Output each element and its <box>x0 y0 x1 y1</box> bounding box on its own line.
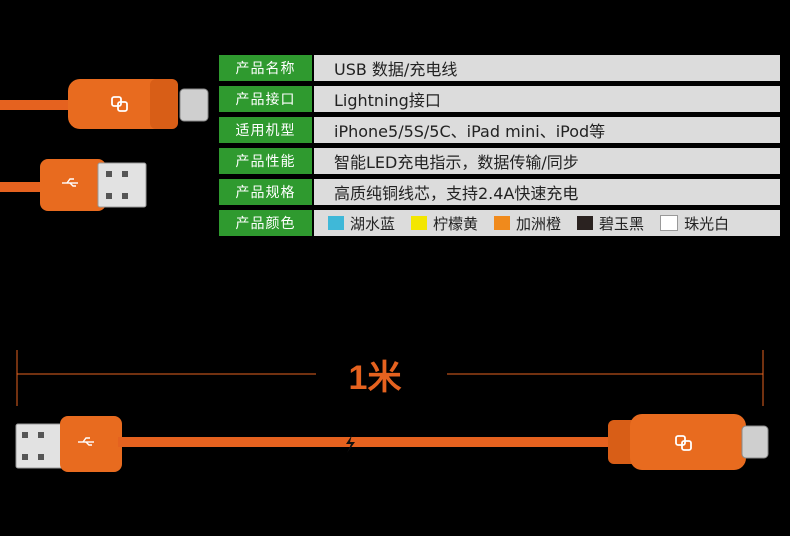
spec-label: 适用机型 <box>219 117 312 143</box>
spec-value: 高质纯铜线芯，支持2.4A快速充电 <box>314 179 780 205</box>
spec-label: 产品名称 <box>219 55 312 81</box>
color-swatch <box>577 216 594 230</box>
usb-symbol-icon <box>62 178 78 187</box>
cable-illustration-bottom <box>15 414 769 472</box>
usb-connector-icon <box>40 159 106 211</box>
cable-wire-bottom <box>118 437 634 447</box>
color-name: 碧玉黑 <box>599 214 645 233</box>
color-name: 湖水蓝 <box>350 214 396 233</box>
logo-icon <box>675 435 692 451</box>
lightning-bolt-icon <box>346 435 355 453</box>
spec-row-colors: 产品颜色 湖水蓝 柠檬黄 加洲橙 碧玉黑 <box>219 210 780 236</box>
spec-value: iPhone5/5S/5C、iPad mini、iPod等 <box>314 117 780 143</box>
spec-label: 产品性能 <box>219 148 312 174</box>
length-label: 1米 <box>348 359 402 397</box>
color-name: 柠檬黄 <box>433 214 479 233</box>
spec-row-specs: 产品规格 高质纯铜线芯，支持2.4A快速充电 <box>219 179 780 205</box>
color-name: 珠光白 <box>684 214 730 233</box>
usb-connector-icon <box>60 416 122 472</box>
cable-wire-top <box>0 100 72 110</box>
length-dimension <box>16 350 764 406</box>
lightning-connector-icon <box>68 79 176 129</box>
color-option: 碧玉黑 <box>577 213 644 234</box>
color-name: 加洲橙 <box>516 214 562 233</box>
color-option: 珠光白 <box>660 213 729 234</box>
color-swatch <box>660 215 679 231</box>
spec-value: USB 数据/充电线 <box>314 55 780 81</box>
color-option: 加洲橙 <box>494 213 561 234</box>
color-option: 柠檬黄 <box>411 213 478 234</box>
color-swatch <box>494 216 511 230</box>
usb-symbol-icon <box>78 437 94 446</box>
color-swatch-list: 湖水蓝 柠檬黄 加洲橙 碧玉黑 珠光白 <box>314 210 780 236</box>
cable-wire-middle <box>0 182 44 192</box>
logo-icon <box>111 96 128 112</box>
spec-row-performance: 产品性能 智能LED充电指示，数据传输/同步 <box>219 148 780 174</box>
spec-row-name: 产品名称 USB 数据/充电线 <box>219 55 780 81</box>
spec-label: 产品规格 <box>219 179 312 205</box>
color-swatch <box>411 216 428 230</box>
spec-value: Lightning接口 <box>314 86 780 112</box>
spec-row-interface: 产品接口 Lightning接口 <box>219 86 780 112</box>
color-option: 湖水蓝 <box>328 213 395 234</box>
spec-label: 产品接口 <box>219 86 312 112</box>
spec-row-models: 适用机型 iPhone5/5S/5C、iPad mini、iPod等 <box>219 117 780 143</box>
spec-label: 产品颜色 <box>219 210 312 236</box>
spec-value: 智能LED充电指示，数据传输/同步 <box>314 148 780 174</box>
product-illustration-top <box>0 79 209 211</box>
color-swatch <box>328 216 344 230</box>
